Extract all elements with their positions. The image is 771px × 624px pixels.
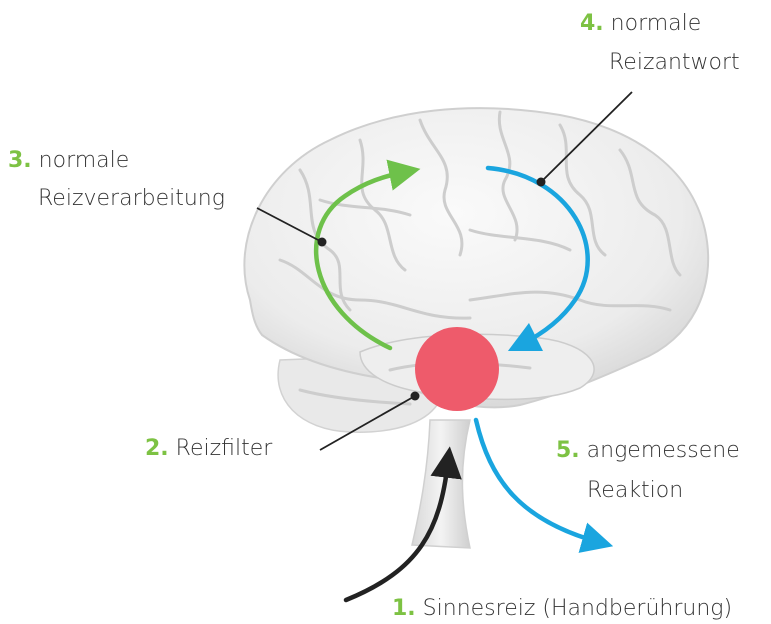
stimulus-filter-circle — [415, 327, 499, 411]
label-step-3-line2: Reizverarbeitung — [38, 184, 225, 213]
leader-dot-4 — [537, 178, 546, 187]
label-step-4: 4. normale — [580, 9, 701, 38]
step-5-line1: angemessene — [587, 438, 740, 463]
label-step-2: 2. Reizfilter — [145, 434, 272, 463]
step-4-number: 4. — [580, 11, 604, 36]
leader-dot-3 — [318, 238, 327, 247]
label-step-5-line2: Reaktion — [587, 476, 683, 505]
step-1-text: Sinnesreiz (Handberührung) — [423, 596, 732, 621]
label-step-4-line2: Reizantwort — [609, 48, 740, 77]
step-2-number: 2. — [145, 436, 169, 461]
leader-dot-2 — [411, 392, 420, 401]
step-5-number: 5. — [556, 438, 580, 463]
step-3-line2: Reizverarbeitung — [38, 186, 225, 211]
step-4-line2: Reizantwort — [609, 50, 740, 75]
step-2-text: Reizfilter — [176, 436, 273, 461]
label-step-3: 3. normale — [8, 146, 129, 175]
label-step-1: 1. Sinnesreiz (Handberührung) — [392, 594, 732, 623]
step-5-line2: Reaktion — [587, 478, 683, 503]
brain-stem — [412, 420, 470, 548]
step-1-number: 1. — [392, 596, 416, 621]
step-4-line1: normale — [611, 11, 702, 36]
step-3-number: 3. — [8, 148, 32, 173]
step-3-line1: normale — [39, 148, 130, 173]
label-step-5: 5. angemessene — [556, 436, 740, 465]
